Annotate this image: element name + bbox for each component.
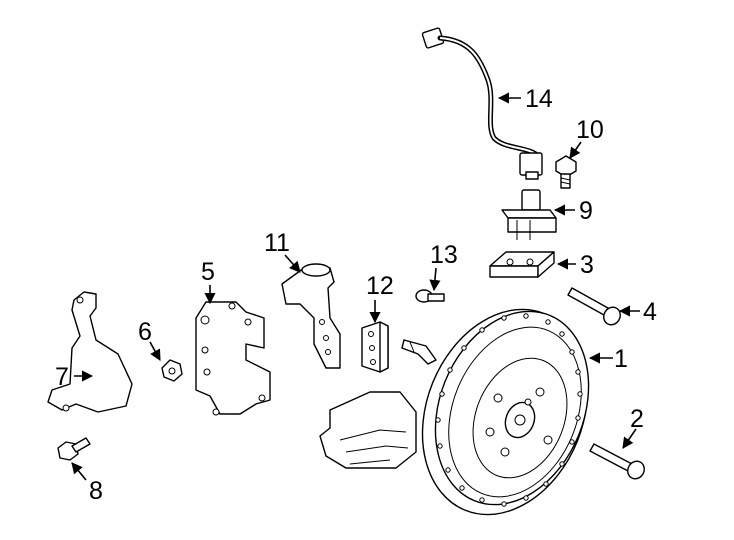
part-3-plate[interactable] [489,251,555,278]
callout-1: 1 [614,345,628,373]
part-14-wire-harness[interactable] [421,27,543,180]
part-5-bracket[interactable] [195,301,271,416]
part-7-bracket[interactable] [47,291,133,413]
part-9-bracket[interactable] [501,189,557,240]
part-6-nut[interactable] [161,359,183,382]
flywheel-teeth [435,313,583,507]
transmission-housing [319,391,417,469]
part-13-stud[interactable] [415,289,445,303]
callout-5: 5 [201,258,215,286]
callout-7: 7 [55,363,69,391]
part-2-bolt[interactable] [589,443,647,482]
callout-6: 6 [138,318,152,346]
callout-4: 4 [643,298,657,326]
callout-9: 9 [579,197,593,225]
part-11-mount-bracket[interactable] [281,263,341,369]
callout-12: 12 [366,272,394,300]
callout-11: 11 [264,229,290,257]
part-8-bolt[interactable] [57,437,91,461]
leader-lines [71,92,640,481]
callout-10: 10 [576,116,604,144]
part-4-bolt[interactable] [567,287,623,328]
sensor-plug [401,339,437,365]
callout-14: 14 [525,85,553,113]
callout-8: 8 [89,477,103,505]
callout-labels: 1 2 3 4 5 6 7 8 9 10 11 12 13 14 [55,85,657,505]
callout-3: 3 [580,251,594,279]
callout-2: 2 [630,405,644,433]
callout-13: 13 [430,241,458,269]
part-12-bracket[interactable] [361,321,389,373]
part-1-flywheel-assembly[interactable] [393,284,617,539]
part-10-bolt[interactable] [555,155,577,189]
